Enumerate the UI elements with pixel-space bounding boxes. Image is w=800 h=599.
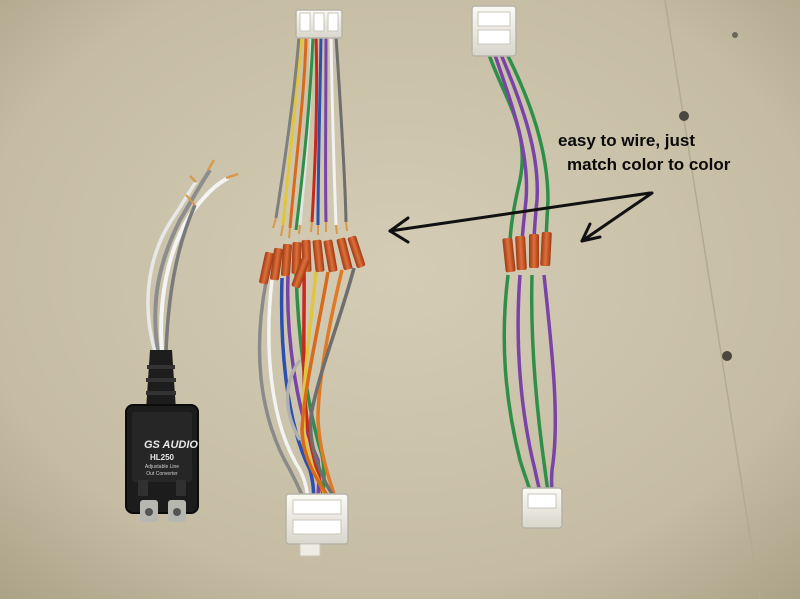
middle-wiring-harness — [257, 9, 366, 557]
device-caption-2: Out Converter — [146, 471, 178, 477]
annotation-arrows — [388, 191, 654, 244]
screw-head — [732, 32, 738, 38]
screw-head — [679, 111, 689, 121]
line-out-converter: GS AUDIO HL250 Adjustable Line Out Conve… — [125, 159, 239, 522]
device-brand: GS AUDIO — [144, 439, 198, 451]
butt-splices-right — [502, 231, 552, 273]
butt-splices-middle — [259, 235, 366, 289]
arrow-left — [388, 191, 652, 233]
device-caption-1: Adjustable Line — [145, 464, 179, 470]
arrow-right — [580, 191, 654, 243]
board-seam — [664, 0, 761, 599]
device-model: HL250 — [150, 453, 175, 462]
annotation-line-1: easy to wire, just — [558, 131, 695, 150]
screw-head — [722, 351, 732, 361]
annotation-line-2: match color to color — [567, 155, 731, 174]
right-wiring-harness — [471, 5, 563, 529]
